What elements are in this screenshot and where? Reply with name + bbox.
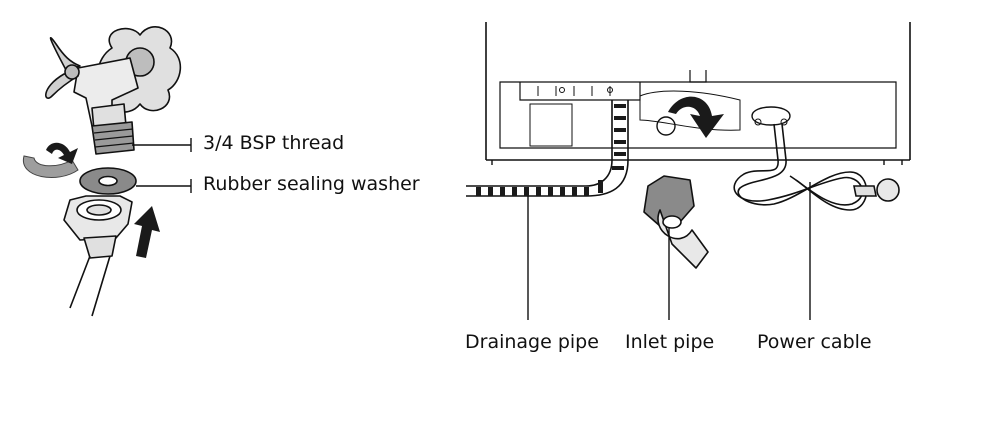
drainage-pipe-ribs [476, 104, 626, 196]
leader-lines-left [132, 138, 192, 193]
drainage-pipe-label: Drainage pipe [465, 331, 599, 353]
washing-machine-back-icon [485, 22, 911, 165]
rotate-arrow-icon [23, 142, 79, 178]
leader-lines-right [527, 182, 811, 320]
thread-label: 3/4 BSP thread [203, 132, 345, 154]
water-tap-icon [45, 26, 182, 155]
washer-icon [79, 167, 137, 195]
push-arrow-icon [134, 206, 160, 258]
power-cable-label: Power cable [757, 331, 872, 353]
power-cable-icon [733, 123, 900, 211]
hose-coupling-icon [63, 195, 133, 317]
inlet-pipe-label: Inlet pipe [625, 331, 715, 353]
inlet-pipe-icon [643, 175, 709, 269]
turn-arrow-icon [668, 96, 724, 138]
washer-label: Rubber sealing washer [203, 173, 420, 195]
